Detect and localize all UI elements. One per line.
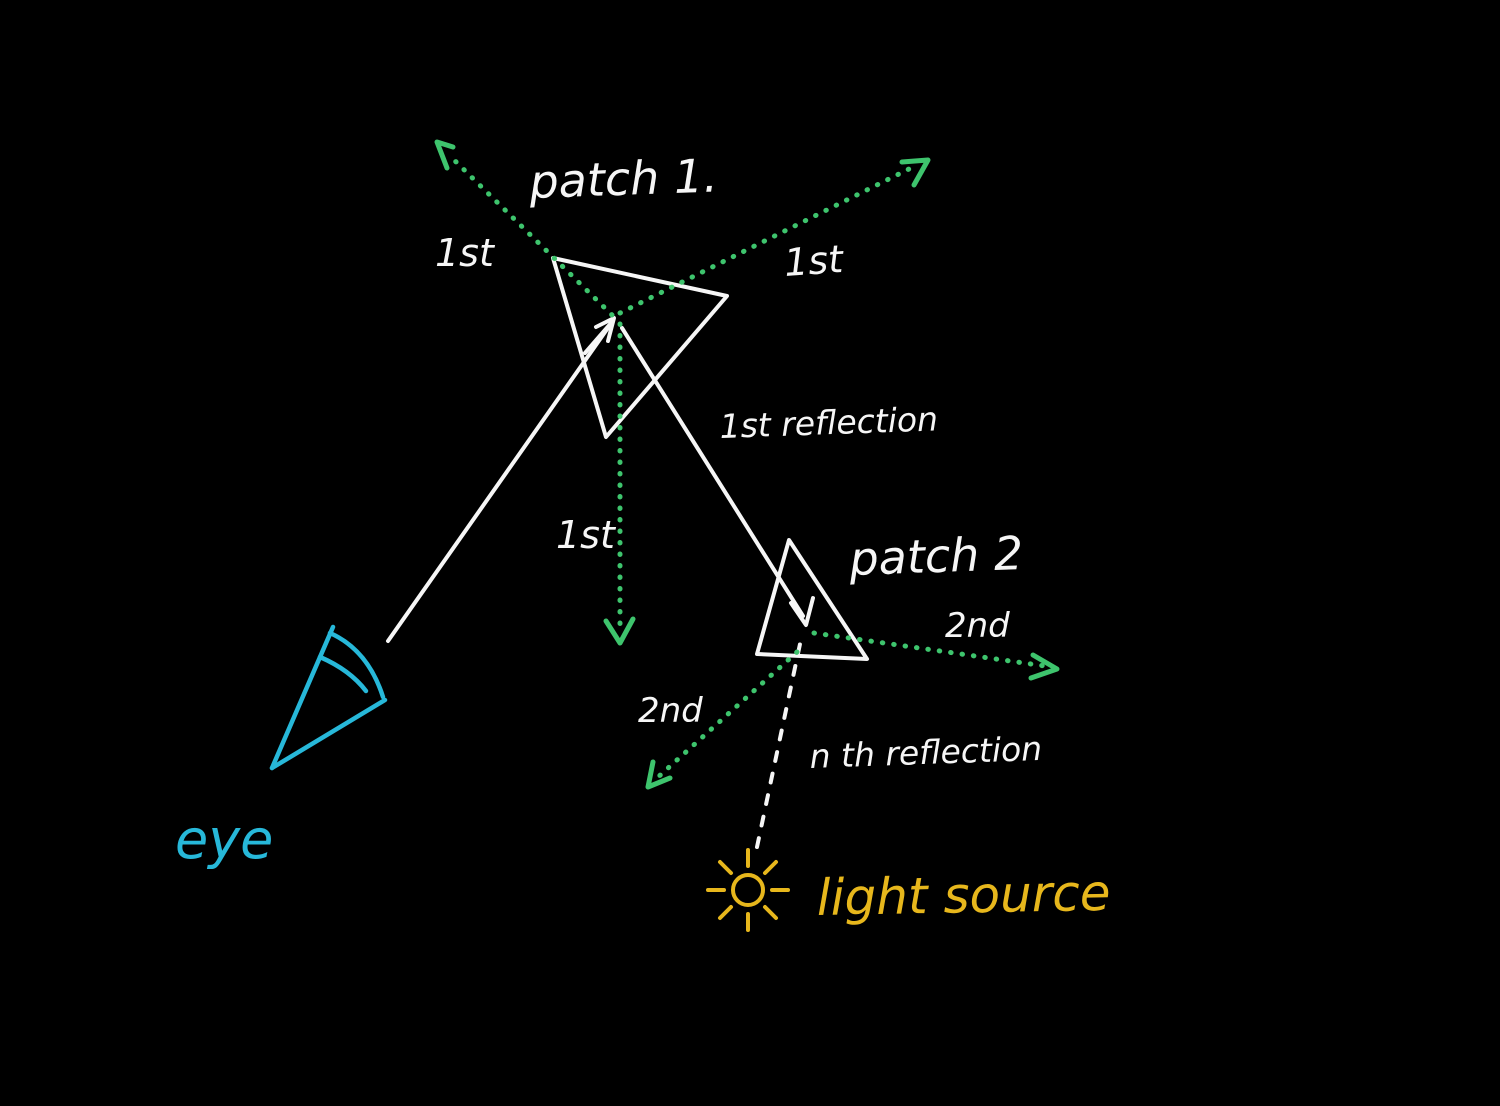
sun-icon <box>706 848 790 932</box>
label-1st-reflection: 1st reflection <box>719 399 939 446</box>
ray-2nd-right <box>811 630 1048 669</box>
ray-1st-upleft <box>445 151 615 318</box>
eye-upper-edge <box>269 624 336 771</box>
patch1-triangle <box>551 256 729 439</box>
patch2-label: patch 2 <box>847 526 1024 586</box>
eye-inner-arc <box>317 654 369 694</box>
patch1-label: patch 1. <box>527 148 718 209</box>
eye-lower-edge <box>269 697 388 771</box>
eye-figure <box>269 624 388 771</box>
arrowhead-1st-down <box>603 616 636 646</box>
patch2-hit-arrowhead <box>789 596 815 627</box>
arrowhead-1st-upleft <box>434 139 456 171</box>
white-geometry <box>386 256 869 849</box>
patch1-to-patch2-ray <box>620 326 805 618</box>
label-1st-upright: 1st <box>783 237 847 285</box>
sun-ray-ne <box>763 860 778 875</box>
light-source-label: light source <box>816 864 1111 927</box>
sun-ray-nw <box>718 860 733 875</box>
sun-ray-se <box>763 905 778 920</box>
sun-core <box>731 873 765 907</box>
ray-2nd-downleft <box>654 649 800 781</box>
arrowhead-2nd-downleft <box>645 759 673 790</box>
label-2nd-right: 2nd <box>945 606 1010 646</box>
label-nth-reflection: n th reflection <box>809 729 1043 776</box>
ray-1st-upright <box>617 163 918 316</box>
eye-to-patch1-ray <box>386 323 612 643</box>
label-1st-down: 1st <box>556 513 617 557</box>
patch1-hit-arrowhead <box>594 316 616 343</box>
label-1st-upleft: 1st <box>435 231 496 275</box>
arrowhead-1st-upright <box>899 157 931 188</box>
eye-label: eye <box>175 808 273 871</box>
eye-outer-arc <box>327 630 386 700</box>
patch2-triangle <box>755 538 869 661</box>
arrowhead-2nd-right <box>1028 652 1060 681</box>
patch1-hit-normal-line <box>583 320 614 355</box>
label-2nd-downleft: 2nd <box>638 691 703 731</box>
sun-ray-sw <box>718 905 733 920</box>
green-rays <box>434 139 1060 790</box>
